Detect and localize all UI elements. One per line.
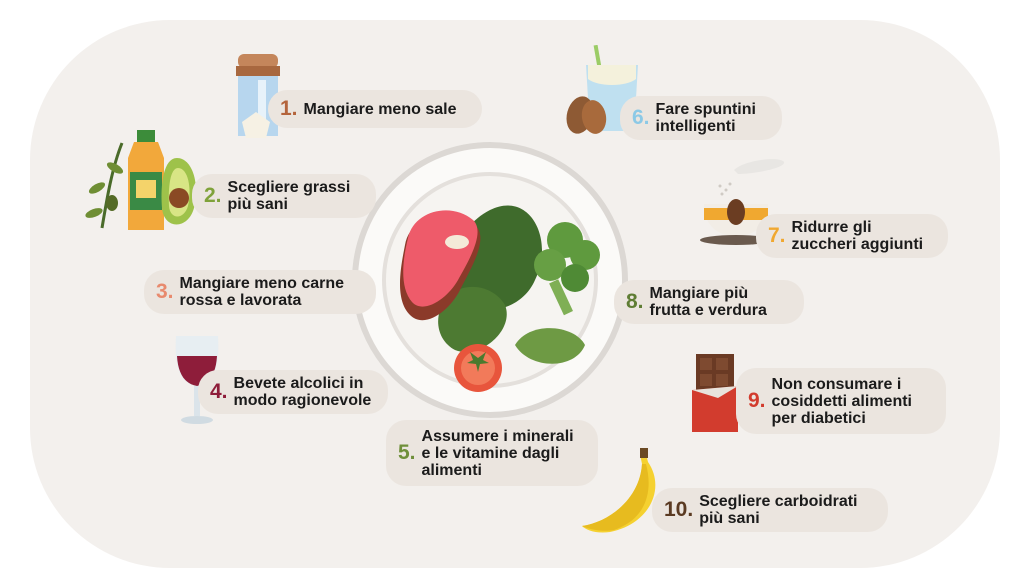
olive-oil-avocado-icon bbox=[85, 130, 197, 230]
tip-text: Scegliere grassi più sani bbox=[227, 179, 351, 213]
tip-6: 6. Fare spuntini intelligenti bbox=[620, 96, 782, 140]
tip-text: Assumere i minerali e le vitamine dagli … bbox=[421, 427, 574, 479]
coffee-sugar-icon bbox=[700, 159, 785, 245]
tip-number: 4. bbox=[210, 380, 228, 403]
tip-text: Ridurre gli zuccheri aggiunti bbox=[791, 219, 924, 253]
tip-number: 3. bbox=[156, 280, 174, 303]
tip-8: 8. Mangiare più frutta e verdura bbox=[614, 280, 804, 324]
tip-7: 7. Ridurre gli zuccheri aggiunti bbox=[756, 214, 948, 258]
tip-number: 10. bbox=[664, 498, 694, 521]
tip-text: Non consumare i cosiddetti alimenti per … bbox=[771, 375, 912, 427]
tip-5: 5. Assumere i minerali e le vitamine dag… bbox=[386, 420, 598, 486]
tip-number: 5. bbox=[398, 441, 416, 464]
salt-shaker-icon bbox=[236, 54, 280, 138]
banana-icon bbox=[582, 448, 656, 533]
tip-text: Bevete alcolici in modo ragionevole bbox=[233, 375, 372, 409]
tip-4: 4. Bevete alcolici in modo ragionevole bbox=[198, 370, 388, 414]
tip-text: Mangiare meno carne rossa e lavorata bbox=[179, 275, 345, 309]
tip-text: Scegliere carboidrati più sani bbox=[699, 493, 858, 527]
tip-number: 9. bbox=[748, 389, 766, 412]
tip-number: 7. bbox=[768, 224, 786, 247]
tip-number: 8. bbox=[626, 290, 644, 313]
tip-2: 2. Scegliere grassi più sani bbox=[192, 174, 376, 218]
tip-text: Fare spuntini intelligenti bbox=[655, 101, 756, 135]
chocolate-icon bbox=[692, 354, 738, 432]
tip-text: Mangiare meno sale bbox=[303, 100, 457, 118]
tip-9: 9. Non consumare i cosiddetti alimenti p… bbox=[736, 368, 946, 434]
tip-number: 1. bbox=[280, 97, 298, 120]
tip-3: 3. Mangiare meno carne rossa e lavorata bbox=[144, 270, 376, 314]
tip-number: 2. bbox=[204, 184, 222, 207]
plate-icon bbox=[352, 142, 628, 418]
tip-10: 10. Scegliere carboidrati più sani bbox=[652, 488, 888, 532]
tip-1: 1. Mangiare meno sale bbox=[268, 90, 482, 128]
tip-number: 6. bbox=[632, 106, 650, 129]
tip-text: Mangiare più frutta e verdura bbox=[649, 285, 767, 319]
